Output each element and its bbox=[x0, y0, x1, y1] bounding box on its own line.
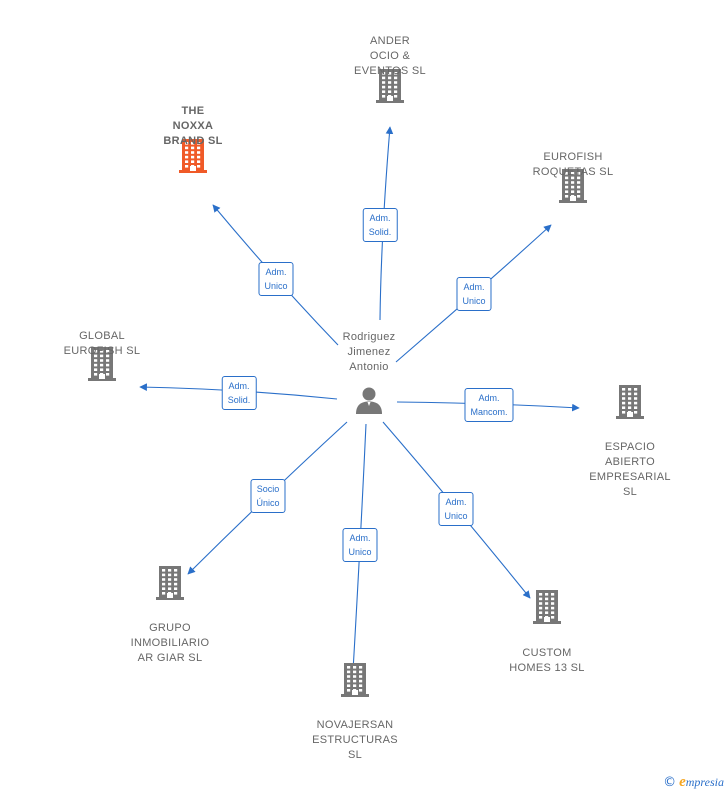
building-icon[interactable] bbox=[156, 566, 184, 605]
building-icon[interactable] bbox=[179, 139, 207, 178]
company-name-espacio[interactable]: ESPACIO ABIERTO EMPRESARIAL SL bbox=[589, 441, 671, 498]
copyright-icon: © bbox=[663, 775, 677, 790]
relation-label-eurofish-roquetas: Adm. Unico bbox=[456, 277, 492, 311]
building-icon[interactable] bbox=[616, 385, 644, 424]
relation-label-custom: Adm. Unico bbox=[438, 492, 474, 526]
relation-label-espacio: Adm. Mancom. bbox=[464, 388, 514, 422]
person-name[interactable]: Rodriguez Jimenez Antonio bbox=[342, 331, 396, 373]
building-icon[interactable] bbox=[559, 169, 587, 208]
company-name-custom[interactable]: CUSTOM HOMES 13 SL bbox=[509, 647, 585, 674]
relation-label-noxxa: Adm. Unico bbox=[258, 262, 294, 296]
company-name-global-eurofish[interactable]: GLOBAL EUROFISH SL bbox=[63, 330, 141, 357]
person-icon[interactable] bbox=[354, 385, 384, 420]
relation-label-grupo: Socio Único bbox=[250, 479, 286, 513]
company-name-grupo[interactable]: GRUPO INMOBILIARIO AR GIAR SL bbox=[130, 622, 210, 664]
building-icon[interactable] bbox=[341, 663, 369, 702]
relation-label-ander: Adm. Solid. bbox=[362, 208, 398, 242]
building-icon[interactable] bbox=[376, 69, 404, 108]
brand-initial: e bbox=[679, 774, 686, 790]
company-name-eurofish-roquetas[interactable]: EUROFISH ROQUETAS SL bbox=[532, 151, 614, 178]
relation-label-global-eurofish: Adm. Solid. bbox=[221, 376, 257, 410]
footer-brand: © empresia bbox=[663, 774, 724, 791]
building-icon[interactable] bbox=[533, 590, 561, 629]
company-name-novajersan[interactable]: NOVAJERSAN ESTRUCTURAS SL bbox=[312, 719, 398, 761]
building-icon[interactable] bbox=[88, 347, 116, 386]
relation-label-novajersan: Adm. Unico bbox=[342, 528, 378, 562]
company-name-ander[interactable]: ANDER OCIO & EVENTOS SL bbox=[354, 35, 426, 77]
brand-name: mpresia bbox=[685, 775, 724, 789]
company-name-noxxa[interactable]: THE NOXXA BRAND SL bbox=[163, 105, 223, 147]
